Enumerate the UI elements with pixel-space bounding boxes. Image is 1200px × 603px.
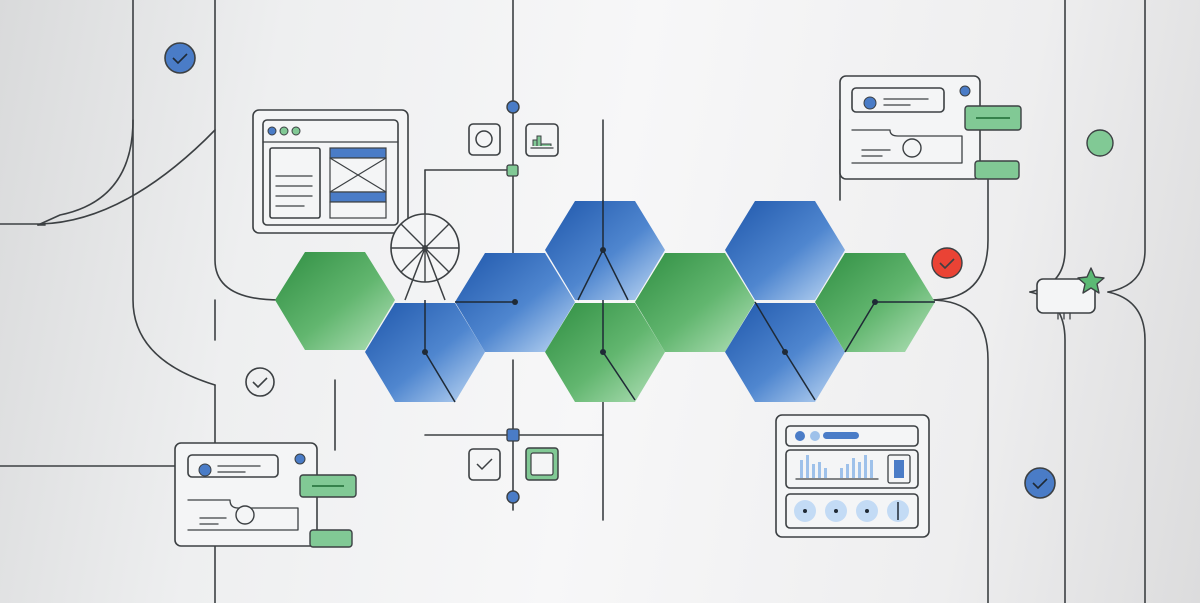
hexagon-blue [725, 201, 845, 300]
circle-box-icon [468, 123, 501, 156]
node-dot [506, 100, 520, 177]
check-badge-blue-icon [1024, 467, 1056, 499]
node-dot [506, 428, 520, 504]
check-badge-green-icon [1086, 129, 1114, 157]
ticket-card-icon [1036, 278, 1096, 320]
check-outline-icon [245, 367, 275, 397]
hexagon-green [275, 252, 395, 350]
hexagon-cluster [275, 200, 935, 403]
ferris-wheel-icon [390, 213, 460, 301]
chat-card-icon [839, 75, 1022, 180]
dashboard-card-icon [775, 414, 930, 538]
check-badge-blue-icon [164, 42, 196, 74]
checkbox-icon [468, 448, 501, 481]
check-badge-red-icon [931, 247, 963, 279]
chat-card-icon [174, 442, 357, 548]
green-square-icon [525, 447, 559, 481]
hexagon-green [635, 253, 755, 352]
browser-window-icon [252, 109, 409, 234]
chart-box-icon [525, 123, 559, 157]
star-icon [1077, 267, 1105, 294]
